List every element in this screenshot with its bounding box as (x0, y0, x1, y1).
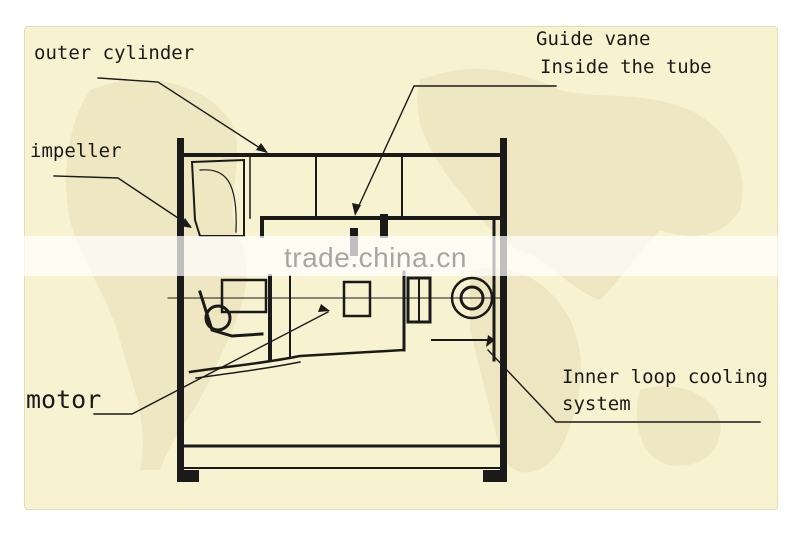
arrowhead-guide-vane (352, 203, 361, 216)
arrowhead-motor (318, 304, 330, 312)
motor-terminal-box (342, 280, 372, 318)
arrowhead-impeller (180, 218, 192, 228)
label-guide-vane-line1: Guide vane (536, 28, 651, 50)
leader-lines (53, 77, 761, 423)
label-cooling-line1: Inner loop cooling (562, 366, 768, 388)
leader-motor (93, 311, 329, 415)
cooling-block (406, 276, 432, 324)
motor-shape (188, 270, 406, 379)
map-continent-europe (417, 69, 743, 300)
guide-vane-post-2 (380, 214, 388, 238)
impeller-lower-blade (198, 290, 264, 338)
label-outer-cylinder: outer cylinder (34, 42, 195, 64)
impeller-shape (190, 158, 291, 362)
leader-guide-vane (355, 85, 557, 213)
label-impeller: impeller (30, 140, 122, 162)
watermark-band (0, 236, 800, 276)
impeller-blade-inner (199, 169, 237, 233)
leader-cooling (487, 349, 761, 423)
motor-lower-curve (195, 361, 301, 379)
label-motor: motor (26, 385, 102, 414)
left-post (177, 138, 184, 478)
leader-arrowheads (180, 143, 495, 347)
right-post (500, 138, 507, 478)
label-cooling-line2: system (562, 393, 631, 415)
impeller-hub (220, 278, 268, 314)
watermark-text: trade.china.cn (284, 242, 467, 273)
arrowhead-cooling (486, 335, 495, 347)
left-foot (177, 470, 199, 482)
leader-impeller (53, 175, 191, 227)
outer-frame (177, 138, 507, 482)
motor-housing-bottom (188, 270, 406, 374)
map-continent-africa (470, 267, 581, 473)
map-continent-oceania (636, 386, 721, 466)
label-guide-vane-line2: Inside the tube (540, 56, 712, 78)
leader-outer-cylinder (97, 77, 267, 153)
impeller-shaft (204, 304, 232, 332)
right-foot (483, 470, 507, 482)
arrowhead-outer-cylinder (256, 143, 268, 153)
